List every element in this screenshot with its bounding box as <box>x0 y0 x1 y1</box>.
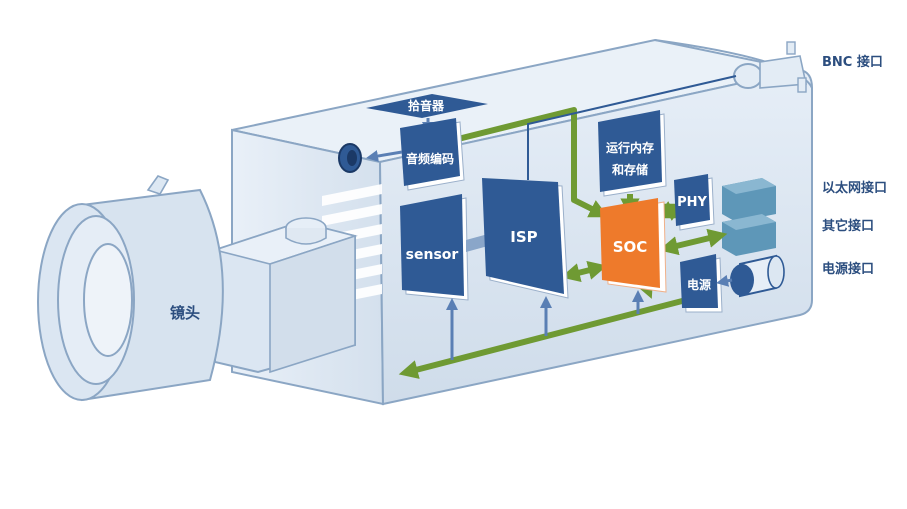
soc-block: SOC <box>600 198 667 293</box>
power-jack-arrow <box>716 274 733 287</box>
audio-codec-label: 音频编码 <box>406 151 454 166</box>
isp-block: ISP <box>482 178 569 299</box>
other-interface-label: 其它接口 <box>822 218 874 234</box>
external-labels: BNC 接口 以太网接口 其它接口 电源接口 <box>822 54 887 277</box>
microphone-hole <box>338 143 362 173</box>
power-interface-label: 电源接口 <box>822 261 874 277</box>
audio-codec-block: 音频编码 <box>400 118 465 191</box>
lens-label: 镜头 <box>170 304 200 322</box>
soc-label: SOC <box>613 238 648 256</box>
lens-assembly: 镜头 <box>37 188 358 402</box>
phy-label: PHY <box>677 195 707 210</box>
ethernet-port <box>722 178 776 222</box>
bnc-connector <box>733 41 807 93</box>
memory-block: 运行内存 和存储 <box>598 110 667 197</box>
memory-label-line1: 运行内存 <box>606 140 654 155</box>
isp-label: ISP <box>510 228 537 246</box>
sensor-label: sensor <box>406 247 459 263</box>
pickup-block: 拾音器 <box>366 94 488 118</box>
ethernet-interface-label: 以太网接口 <box>822 180 887 196</box>
sensor-block: sensor <box>400 194 469 301</box>
power-supply-arrows <box>446 290 644 360</box>
pickup-label: 拾音器 <box>408 98 445 113</box>
bnc-interface-label: BNC 接口 <box>822 54 883 70</box>
power-block-label: 电源 <box>687 277 711 292</box>
memory-label-line2: 和存储 <box>611 162 648 177</box>
mic-arrow <box>366 150 403 162</box>
power-jack <box>730 254 785 298</box>
phy-block: PHY <box>674 174 715 231</box>
power-block: 电源 <box>680 254 723 313</box>
video-out-line <box>527 75 737 180</box>
other-port <box>722 214 776 256</box>
